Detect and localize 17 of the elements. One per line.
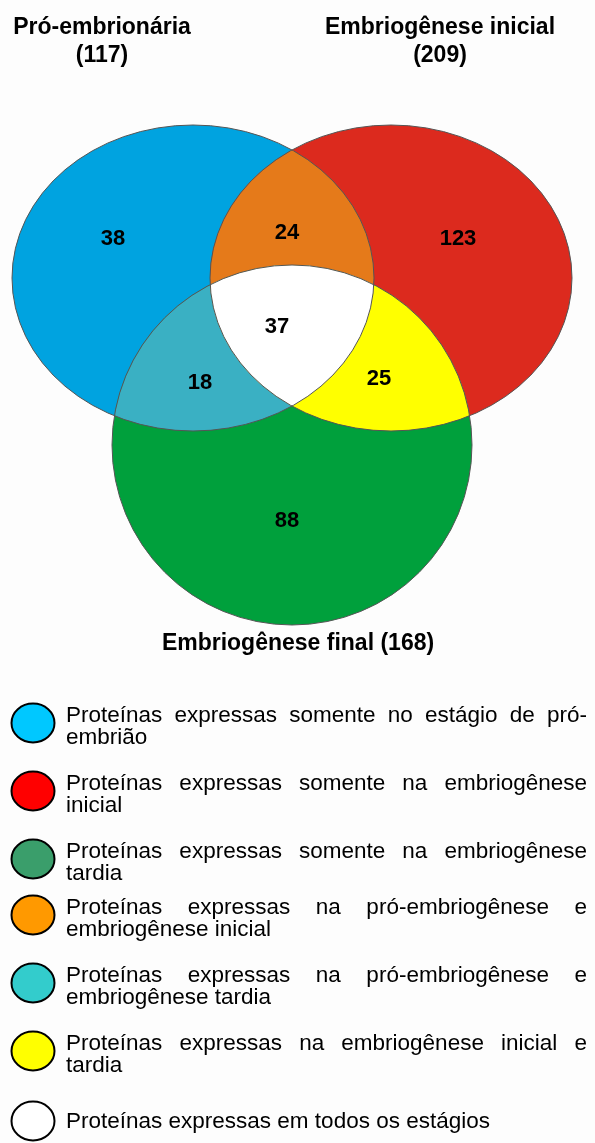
legend-text: Proteínas expressas na pró-embriogênese e embriogênese inicial (66, 896, 587, 940)
region-count: 88 (274, 507, 300, 533)
legend-text: Proteínas expressas somente no estágio de pró-embrião (66, 704, 587, 748)
legend-text: Proteínas expressas na pró-embriogênese e embriogênese tardia (66, 964, 587, 1008)
region-count: 123 (439, 225, 477, 251)
region-count: 18 (187, 369, 213, 395)
region-count: 38 (100, 225, 126, 251)
legend-text: Proteínas expressas somente na embriogênese tardia (66, 840, 587, 884)
region-count: 24 (274, 219, 300, 245)
set-title: Embriogênese final (168) (160, 628, 436, 656)
legend-text: Proteínas expressas em todos os estágios (66, 1110, 491, 1132)
set-title: Embriogênese inicial (209) (323, 12, 557, 68)
legend-text: Proteínas expressas somente na embriogênese inicial (66, 772, 587, 816)
legend-text: Proteínas expressas na embriogênese inicial e tardia (66, 1032, 587, 1076)
region-count: 37 (264, 313, 290, 339)
region-count: 25 (366, 365, 392, 391)
set-title: Pró-embrionária (117) (12, 12, 192, 68)
